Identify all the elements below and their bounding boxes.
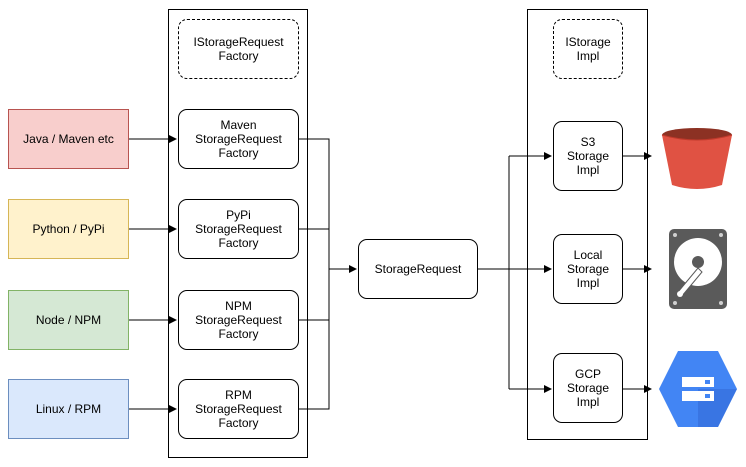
factory-npm[interactable]: NPM StorageRequest Factory [178,290,299,350]
client-node-npm[interactable]: Node / NPM [8,290,129,350]
factory-pypi[interactable]: PyPi StorageRequest Factory [178,199,299,259]
edge-maven-request [298,138,330,269]
s3-bucket-icon [661,128,733,189]
storage-interface[interactable]: IStorage Impl [553,19,623,79]
client-java-maven[interactable]: Java / Maven etc [8,109,129,169]
storage-s3[interactable]: S3 Storage Impl [553,121,623,191]
factory-rpm[interactable]: RPM StorageRequest Factory [178,379,299,439]
factory-interface[interactable]: IStorageRequest Factory [178,19,299,79]
factory-container [168,9,308,458]
client-python-pypi[interactable]: Python / PyPi [8,199,129,259]
client-linux-rpm[interactable]: Linux / RPM [8,379,129,439]
edge-npm-rpm-request [298,319,330,410]
storage-gcp[interactable]: GCP Storage Impl [553,353,623,423]
google-cloud-storage-icon [659,351,737,427]
storage-container [527,9,648,440]
storage-request[interactable]: StorageRequest [358,239,478,299]
hard-drive-icon [669,229,727,309]
storage-local[interactable]: Local Storage Impl [553,234,623,304]
factory-maven[interactable]: Maven StorageRequest Factory [178,109,299,169]
